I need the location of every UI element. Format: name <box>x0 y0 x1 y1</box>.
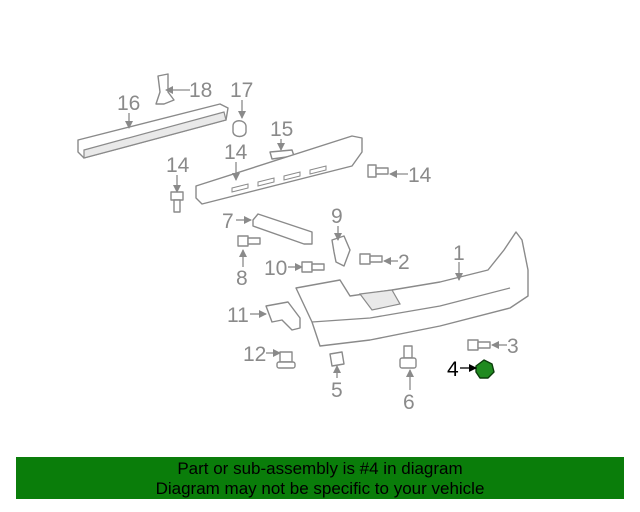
callout-13: 14 <box>224 141 248 164</box>
callout-17: 17 <box>230 79 253 102</box>
callout-labels: 16 18 17 15 14 14 14 7 9 8 10 2 1 11 12 … <box>117 79 519 414</box>
part-17-clip <box>232 120 247 138</box>
callout-10: 10 <box>264 257 287 280</box>
part-10-bolt <box>301 261 325 273</box>
callout-16: 16 <box>117 92 140 115</box>
callout-18: 18 <box>189 79 212 102</box>
part-4-screw-highlighted <box>475 359 495 379</box>
part-12-grommet <box>276 351 296 369</box>
callout-9: 9 <box>331 205 343 228</box>
callout-5: 5 <box>331 379 343 402</box>
part-16-reinforcement <box>77 103 229 159</box>
leader-lines <box>125 86 507 390</box>
part-9-bracket <box>331 235 351 267</box>
callout-8: 8 <box>236 267 248 290</box>
part-1-bumper-cover <box>295 231 529 347</box>
part-2-bolt <box>359 253 383 265</box>
callout-4-highlighted: 4 <box>447 358 459 381</box>
callout-12: 12 <box>243 343 266 366</box>
part-14-bolt-right <box>367 164 389 178</box>
banner-line-2: Diagram may not be specific to your vehi… <box>155 479 485 498</box>
callout-11: 11 <box>227 304 249 327</box>
part-6-pin <box>399 345 417 369</box>
callout-6: 6 <box>403 391 415 414</box>
info-banner: Part or sub-assembly is #4 in diagram Di… <box>16 457 624 499</box>
part-3-bolt <box>467 339 491 351</box>
part-18-bracket <box>155 73 175 105</box>
part-11-bracket <box>265 301 301 331</box>
part-5-clip <box>329 351 345 367</box>
callout-2: 2 <box>398 251 410 274</box>
banner-line-1: Part or sub-assembly is #4 in diagram <box>177 459 463 478</box>
part-8-bolt <box>237 235 261 247</box>
part-7-strip <box>252 213 313 245</box>
part-14-bolt-left <box>170 191 184 213</box>
part-13-absorber <box>195 135 363 205</box>
callout-14-left: 14 <box>166 154 190 177</box>
callout-15: 15 <box>270 118 293 141</box>
callout-1: 1 <box>453 242 465 265</box>
callout-14-right: 14 <box>408 164 432 187</box>
callout-7: 7 <box>222 210 234 233</box>
callout-3: 3 <box>507 335 519 358</box>
